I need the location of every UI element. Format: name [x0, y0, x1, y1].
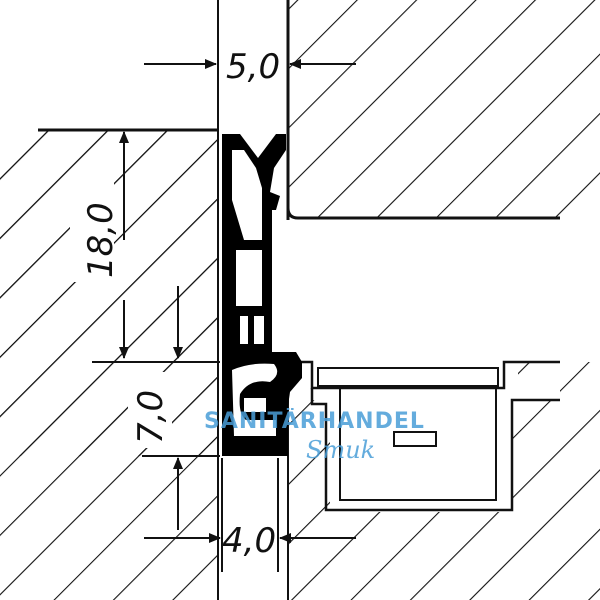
dimension-seal-width: 4,0 [144, 458, 356, 572]
dim-label-seal-width: 4,0 [222, 521, 276, 561]
dimension-lower-offset: 7,0 [131, 286, 220, 530]
dimension-gap-width: 5,0 [144, 20, 356, 130]
upper-right-block [286, 0, 600, 220]
watermark-line2: Smuk [306, 436, 375, 464]
watermark-logo: SANITÄRHANDEL Smuk [204, 408, 425, 464]
lower-right-block [288, 360, 600, 600]
dimension-seal-height: 18,0 [81, 131, 220, 363]
dim-label-lower-offset: 7,0 [131, 390, 171, 444]
dim-label-gap-width: 5,0 [226, 47, 280, 87]
watermark-line1: SANITÄRHANDEL [204, 408, 425, 434]
dim-label-seal-height: 18,0 [81, 202, 121, 278]
seal-profile [222, 134, 302, 456]
